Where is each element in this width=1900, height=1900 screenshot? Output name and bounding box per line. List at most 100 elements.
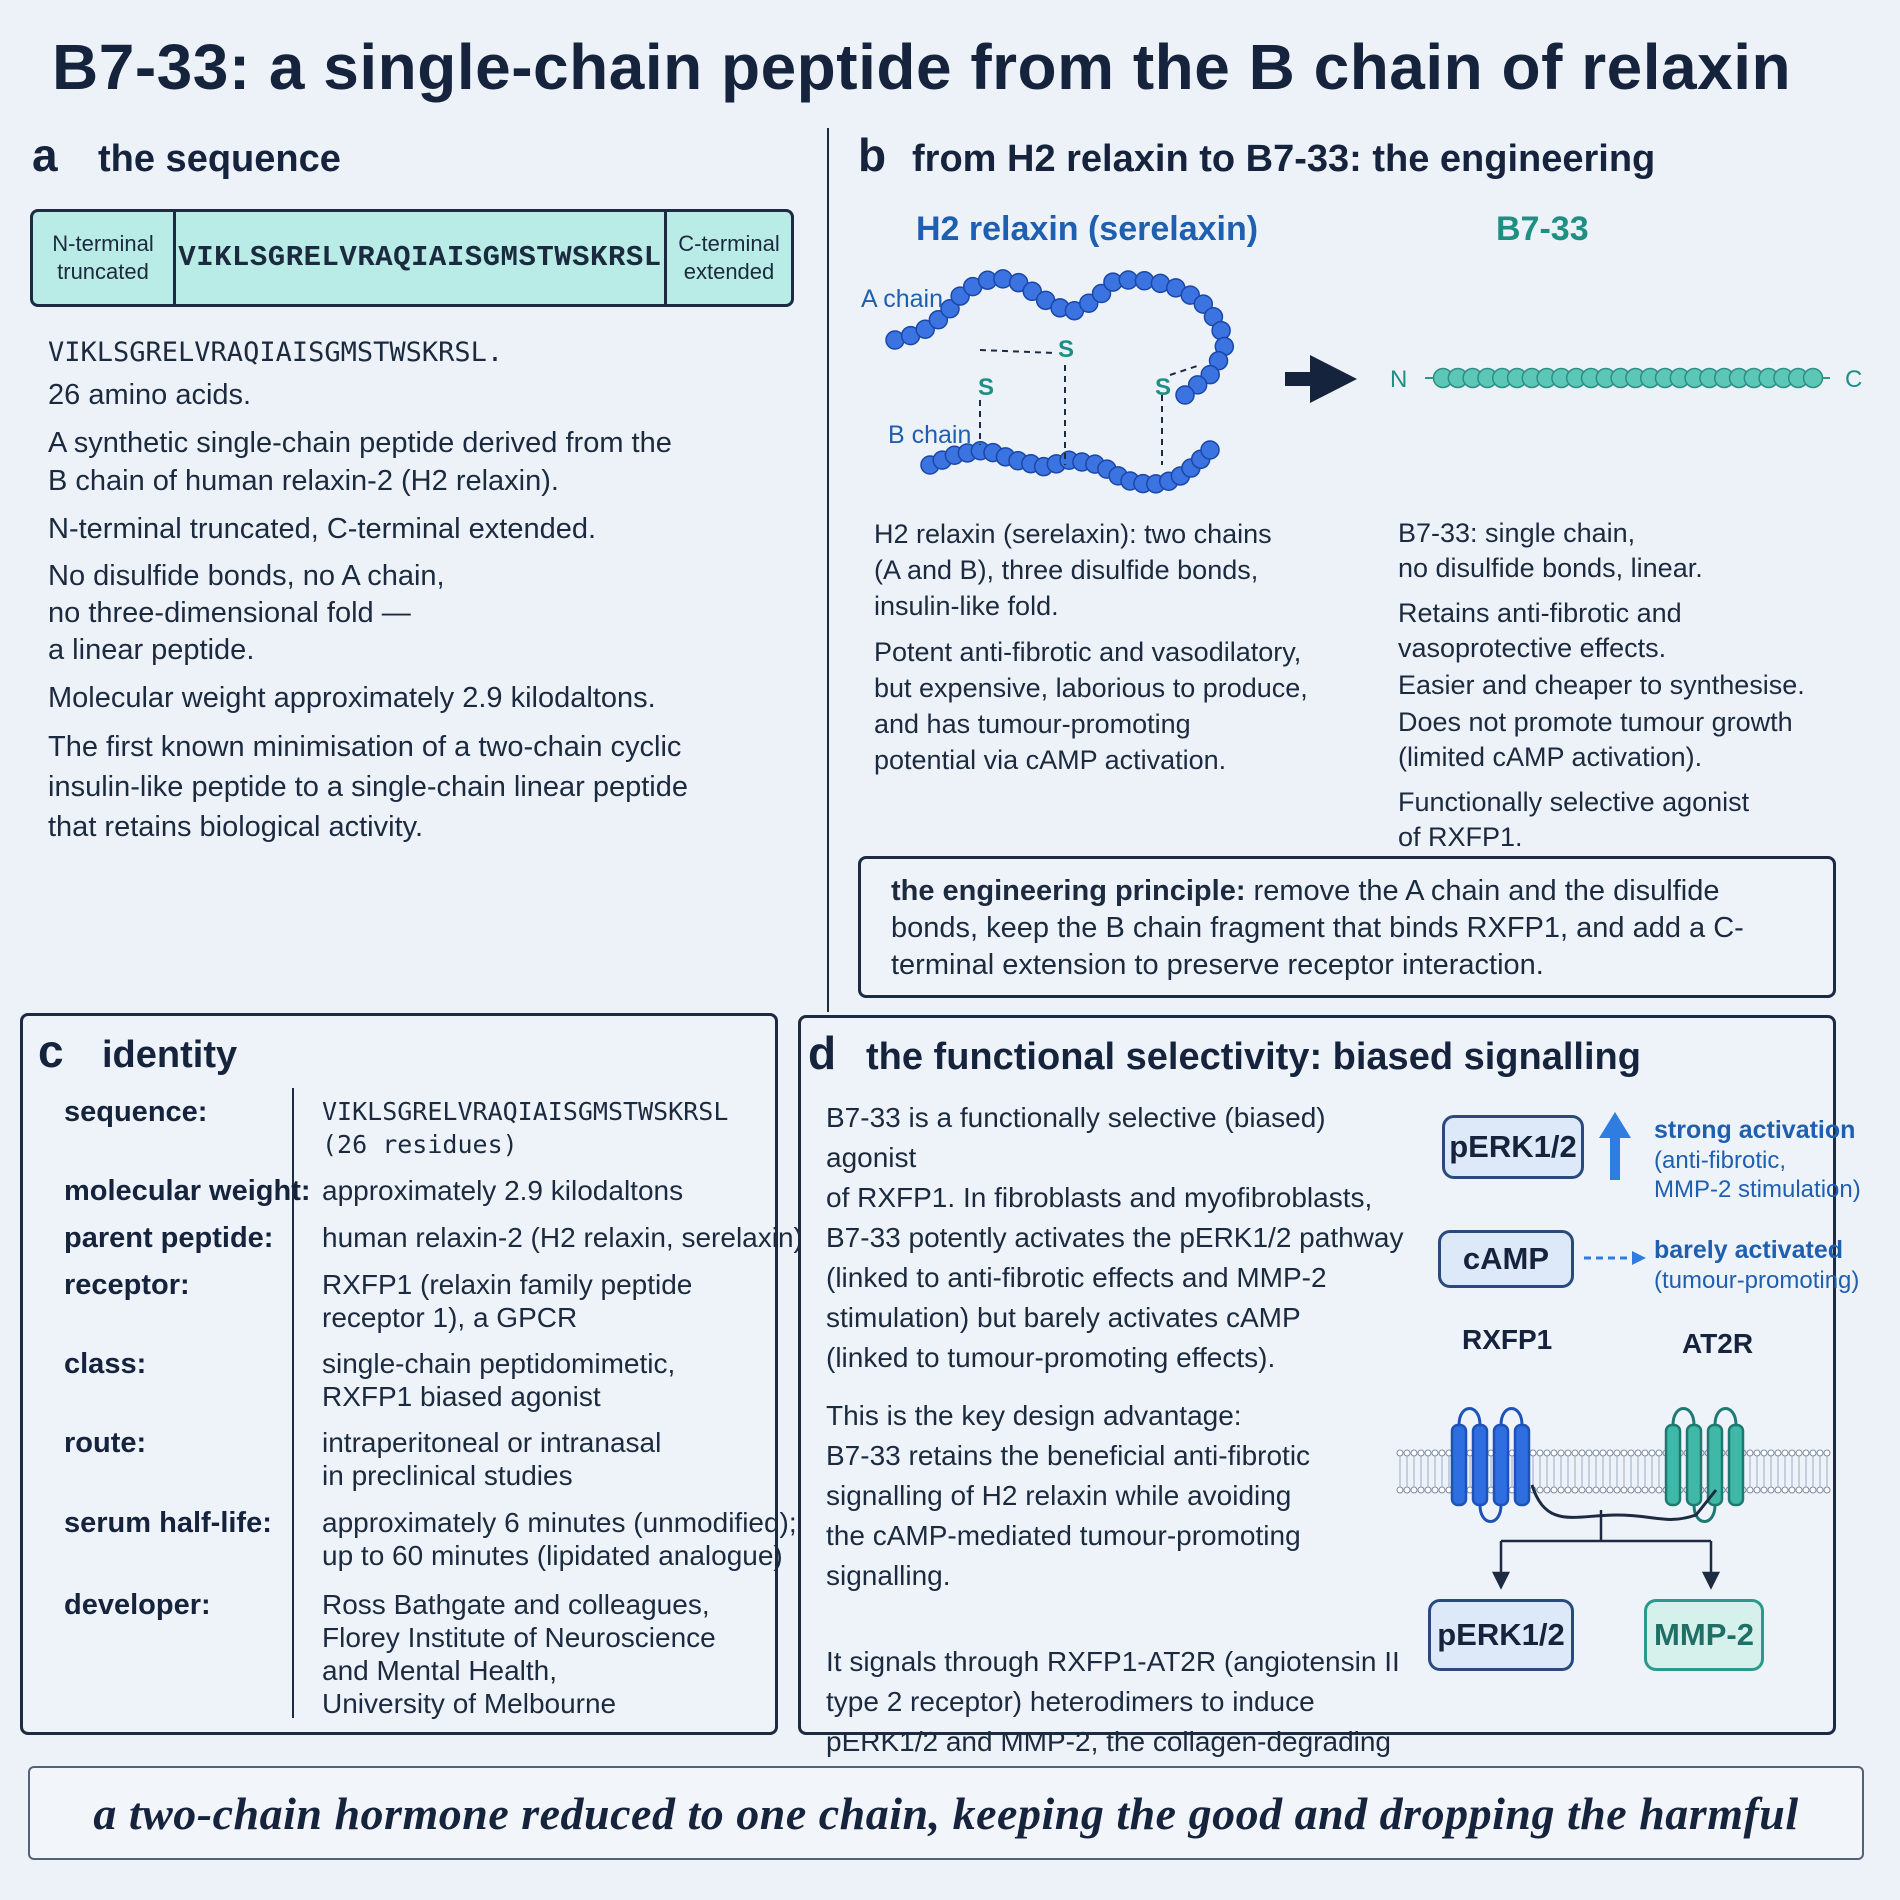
lipid-head xyxy=(1578,1449,1586,1457)
lipid-head xyxy=(1424,1486,1432,1494)
b7-33-synthesis-text: Easier and cheaper to synthesise. xyxy=(1398,670,1805,700)
h2-relaxin-title: H2 relaxin (serelaxin) xyxy=(916,210,1259,248)
divider-ab xyxy=(827,128,829,1012)
biased-agonist-text: B7-33 is a functionally selective (biase… xyxy=(826,1102,1404,1373)
minimisation-text: The first known minimisation of a two-ch… xyxy=(48,731,689,843)
linear-text: No disulfide bonds, no A chain, no three… xyxy=(48,560,445,666)
lipid-head xyxy=(1410,1449,1418,1457)
identity-value: intraperitoneal or intranasal in preclin… xyxy=(322,1427,662,1491)
lipid-head xyxy=(1753,1449,1761,1457)
a-chain-label: A chain xyxy=(861,285,943,313)
a-chain-bead xyxy=(1193,294,1214,314)
lipid-head xyxy=(1802,1486,1810,1494)
rxfp1-helix xyxy=(1471,1423,1489,1507)
lipid-head xyxy=(1543,1449,1551,1457)
a-chain-bead xyxy=(993,269,1013,289)
rxfp1-helix xyxy=(1492,1423,1510,1507)
mmp2-output-pill: MMP-2 xyxy=(1644,1599,1764,1671)
a-chain-bead xyxy=(1134,270,1155,291)
camp-note-title: barely activated xyxy=(1654,1236,1843,1264)
rxfp1-receptor xyxy=(1450,1407,1531,1523)
lipid-head xyxy=(1431,1486,1439,1494)
lipid-head xyxy=(1550,1486,1558,1494)
lipid-head xyxy=(1536,1449,1544,1457)
sulfur-label-3: S xyxy=(1155,374,1171,401)
camp-note-detail: (tumour-promoting) xyxy=(1654,1267,1860,1294)
lipid-head xyxy=(1816,1449,1824,1457)
structure-diagram: A chain B chain S S S N C xyxy=(861,269,1862,494)
lipid-head xyxy=(1816,1486,1824,1494)
lipid-head xyxy=(1781,1449,1789,1457)
lipid-head xyxy=(1774,1486,1782,1494)
identity-key: receptor: xyxy=(64,1269,190,1301)
identity-key: developer: xyxy=(64,1589,211,1621)
lipid-head xyxy=(1823,1486,1831,1494)
lipid-head xyxy=(1753,1486,1761,1494)
derivation-text: A synthetic single-chain peptide derived… xyxy=(48,427,672,497)
lipid-head xyxy=(1410,1486,1418,1494)
identity-key: parent peptide: xyxy=(64,1222,274,1254)
a-chain-bead xyxy=(1200,364,1220,385)
b7-33-effects-text: Retains anti-fibrotic and vasoprotective… xyxy=(1398,598,1682,663)
receptor-linker xyxy=(1530,1484,1718,1521)
identity-value: approximately 6 minutes (unmodified); up… xyxy=(322,1507,797,1571)
lipid-head xyxy=(1599,1486,1607,1494)
lipid-head xyxy=(1417,1449,1425,1457)
lipid-head xyxy=(1641,1449,1649,1457)
lipid-head xyxy=(1788,1449,1796,1457)
b7-33-bead xyxy=(1802,367,1824,389)
lipid-head xyxy=(1585,1449,1593,1457)
lipid-head xyxy=(1606,1449,1614,1457)
sequence-cell: VIKLSGRELVRAQIAISGMSTWSKRSL xyxy=(173,212,667,304)
lipid-head xyxy=(1746,1449,1754,1457)
identity-value: RXFP1 (relaxin family peptide receptor 1… xyxy=(322,1269,693,1333)
sequence-bar: N-terminal truncated VIKLSGRELVRAQIAISGM… xyxy=(30,209,794,307)
n-terminus-label: N xyxy=(1390,366,1407,393)
lipid-head xyxy=(1641,1486,1649,1494)
a-chain-bead xyxy=(1211,320,1231,341)
lipid-head xyxy=(1795,1486,1803,1494)
rxfp1-helix-loop xyxy=(1457,1407,1482,1426)
lipid-head xyxy=(1396,1449,1404,1457)
rxfp1-helix xyxy=(1513,1423,1531,1507)
c-terminus-label: C xyxy=(1845,366,1862,393)
lipid-head xyxy=(1788,1486,1796,1494)
at2r-helix-loop xyxy=(1692,1504,1717,1523)
lipid-head xyxy=(1620,1486,1628,1494)
lipid-head xyxy=(1823,1449,1831,1457)
lipid-head xyxy=(1543,1486,1551,1494)
identity-value: single-chain peptidomimetic, RXFP1 biase… xyxy=(322,1348,676,1412)
up-arrow-icon xyxy=(1599,1112,1631,1180)
panel-d-heading: the functional selectivity: biased signa… xyxy=(866,1036,1641,1078)
footer-tagline: a two-chain hormone reduced to one chain… xyxy=(28,1766,1864,1860)
lipid-head xyxy=(1606,1486,1614,1494)
arrow-icon xyxy=(1285,355,1357,403)
lipid-head xyxy=(1529,1449,1537,1457)
panel-a-heading: the sequence xyxy=(98,138,341,180)
identity-key: serum half-life: xyxy=(64,1507,272,1539)
panel-a-letter: a xyxy=(32,129,58,181)
lipid-head xyxy=(1585,1486,1593,1494)
at2r-helix-loop xyxy=(1671,1407,1696,1426)
a-chain-bead xyxy=(1187,375,1208,395)
identity-divider xyxy=(292,1088,294,1718)
lipid-head xyxy=(1550,1449,1558,1457)
lipid-head xyxy=(1634,1486,1642,1494)
lipid-head xyxy=(1613,1449,1621,1457)
panel-d-text: B7-33 is a functionally selective (biase… xyxy=(826,1098,1416,1812)
lipid-head xyxy=(1627,1449,1635,1457)
principle-text: remove the A chain and the disulfide bon… xyxy=(891,875,1744,981)
rxfp1-helix-loop xyxy=(1478,1504,1503,1523)
at2r-helix xyxy=(1727,1423,1745,1507)
panel-d-letter: d xyxy=(808,1027,837,1079)
perk-note-title: strong activation xyxy=(1654,1116,1856,1144)
principle-label: the engineering principle: xyxy=(891,875,1246,907)
panel-c-heading: identity xyxy=(102,1034,238,1076)
lipid-head xyxy=(1438,1486,1446,1494)
a-chain-bead xyxy=(915,319,935,339)
a-chain-bead xyxy=(940,298,960,319)
sulfur-label-1: S xyxy=(1058,336,1074,363)
residue-count: 26 amino acids. xyxy=(48,379,252,411)
dashed-arrow-icon xyxy=(1584,1251,1646,1265)
weight-text: Molecular weight approximately 2.9 kilod… xyxy=(48,682,656,714)
